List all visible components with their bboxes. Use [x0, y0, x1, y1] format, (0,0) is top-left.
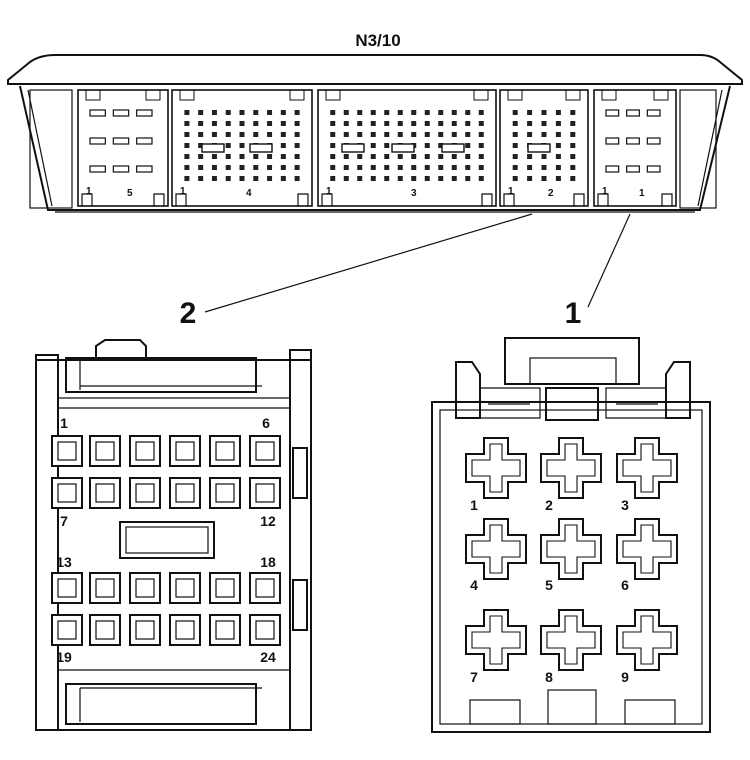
connector-1-pins [465, 437, 678, 671]
c1-pin-label-4: 4 [470, 577, 478, 593]
segment-label-number: 5 [127, 188, 133, 199]
c2-pin [51, 477, 83, 509]
c2-pin-label-1: 1 [60, 415, 68, 431]
c1-pin [465, 609, 527, 671]
connector-1-housing [431, 337, 711, 733]
c2-pin [51, 572, 83, 604]
c2-pin [129, 614, 161, 646]
c2-pin [209, 477, 241, 509]
c1-pin [616, 609, 678, 671]
c2-pin [209, 614, 241, 646]
c2-pin-label-19: 19 [56, 649, 72, 665]
c2-pin [169, 477, 201, 509]
c2-pin [209, 572, 241, 604]
c1-pin [540, 609, 602, 671]
c1-pin-label-7: 7 [470, 669, 478, 685]
segment-label-start: 1 [180, 186, 186, 197]
c2-pin-label-18: 18 [260, 554, 276, 570]
c1-pin-label-2: 2 [545, 497, 553, 513]
segment-label-start: 1 [326, 186, 332, 197]
c1-pin [616, 437, 678, 499]
segment-label-start: 1 [86, 186, 92, 197]
c2-pin [89, 477, 121, 509]
segment-label-number: 2 [548, 188, 554, 199]
c1-pin-label-9: 9 [621, 669, 629, 685]
callout-1: 1 [565, 297, 582, 330]
c2-pin-label-13: 13 [56, 554, 72, 570]
c1-pin-label-3: 3 [621, 497, 629, 513]
segment-label-start: 1 [602, 186, 608, 197]
connector-2-pins [51, 435, 281, 646]
c2-pin [129, 572, 161, 604]
c2-pin [169, 614, 201, 646]
c2-pin [51, 614, 83, 646]
c2-pin [249, 614, 281, 646]
c2-pin [51, 435, 83, 467]
c1-pin-label-1: 1 [470, 497, 478, 513]
c2-pin-label-12: 12 [260, 513, 276, 529]
c2-pin [169, 435, 201, 467]
leader-line-1 [587, 213, 631, 308]
c2-pin [89, 435, 121, 467]
c2-pin-label-6: 6 [262, 415, 270, 431]
segment-label-number: 4 [246, 188, 252, 199]
c2-pin [249, 572, 281, 604]
c2-pin-label-24: 24 [260, 649, 276, 665]
c2-pin [129, 477, 161, 509]
c1-pin [465, 437, 527, 499]
c2-pin [249, 435, 281, 467]
c1-pin [540, 437, 602, 499]
c2-pin [209, 435, 241, 467]
c2-pin [169, 572, 201, 604]
segment-label-number: 3 [411, 188, 417, 199]
c1-pin-label-8: 8 [545, 669, 553, 685]
control-module-housing [7, 54, 743, 213]
c2-pin [129, 435, 161, 467]
callout-2: 2 [180, 297, 197, 330]
c2-pin-label-7: 7 [60, 513, 68, 529]
c1-pin [540, 518, 602, 580]
c2-pin [89, 614, 121, 646]
segment-label-number: 1 [639, 188, 645, 199]
connector-2-housing [35, 339, 312, 731]
c1-pin-label-5: 5 [545, 577, 553, 593]
c1-pin [465, 518, 527, 580]
diagram-title: N3/10 [355, 31, 400, 50]
c1-pin [616, 518, 678, 580]
c1-pin-label-6: 6 [621, 577, 629, 593]
c2-pin [89, 572, 121, 604]
segment-label-start: 1 [508, 186, 514, 197]
c2-pin [249, 477, 281, 509]
leader-line-2 [204, 213, 533, 313]
